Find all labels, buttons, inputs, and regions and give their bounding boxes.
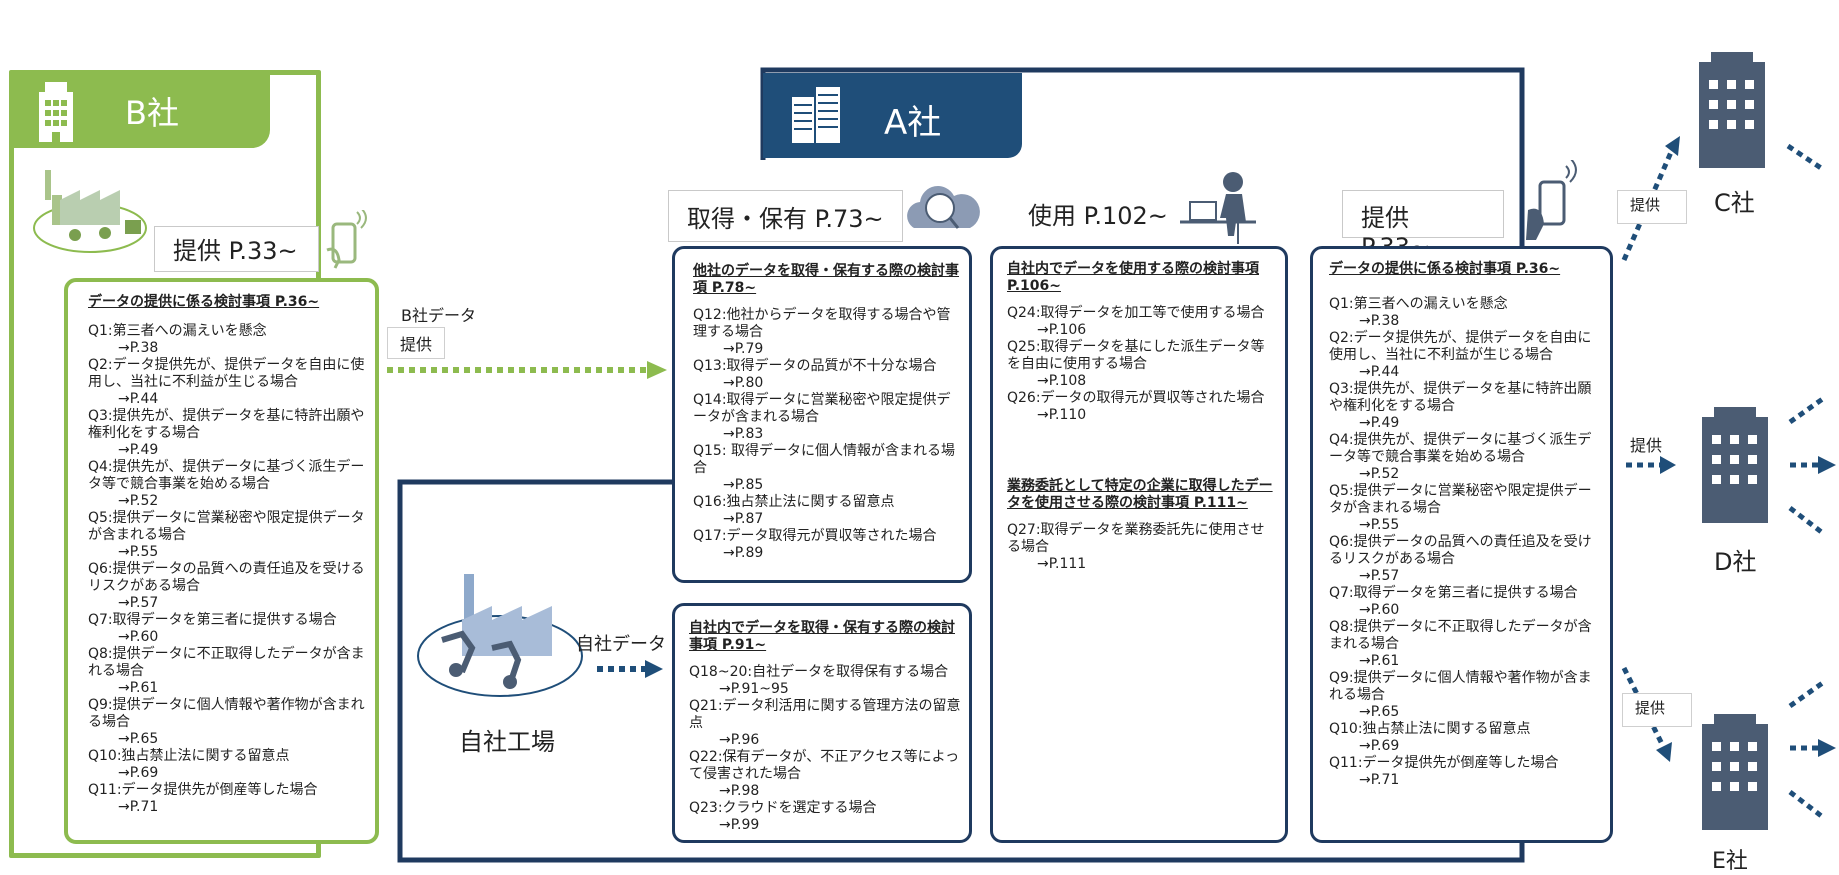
list-item: Q27:取得データを業務委託先に使用させる場合→P.111 — [1007, 522, 1265, 572]
list-item: Q17:データ取得元が買収等された場合→P.89 — [693, 528, 937, 561]
list-item: Q3:提供先が、提供データを基に特許出願や権利化をする場合→P.49 — [1329, 381, 1592, 431]
acquire-own-heading: 自社内でデータを取得・保有する際の検討事項 P.91~ — [689, 620, 955, 653]
use-panel: 自社内でデータを使用する際の検討事項 P.106~ Q24:取得データを加工等で… — [990, 246, 1288, 843]
company-e-name: E社 — [1712, 849, 1748, 874]
company-e-building-icon — [1702, 714, 1768, 830]
list-item: Q21:データ利活用に関する管理方法の留意点→P.96 — [689, 698, 961, 748]
list-item: Q3:提供先が、提供データを基に特許出願や権利化をする場合→P.49 — [88, 408, 365, 458]
list-item: Q10:独占禁止法に関する留意点→P.69 — [1329, 721, 1531, 754]
b-flow-provide-label: 提供 — [387, 327, 446, 359]
provide-section-label: 提供 P.33~ — [1342, 190, 1504, 261]
cloud-data-icon — [907, 186, 980, 229]
acquire-section-label: 取得・保有 P.73~ — [668, 190, 903, 242]
own-factory-icon — [417, 574, 583, 697]
flow-arrow-own-data — [597, 660, 663, 678]
list-item: Q13:取得データの品質が不十分な場合→P.80 — [693, 358, 937, 391]
list-item: Q5:提供データに営業秘密や限定提供データが含まれる場合→P.55 — [1329, 483, 1592, 533]
list-item: Q24:取得データを加工等で使用する場合→P.106 — [1007, 305, 1265, 338]
use-section-label: 使用 P.102~ — [1028, 202, 1168, 230]
acquire-other-panel: 他社のデータを取得・保有する際の検討事項 P.78~ Q12:他社からデータを取… — [672, 246, 972, 583]
b-provide-panel: データの提供に係る検討事項 P.36~ Q1:第三者への漏えいを懸念→P.38 … — [64, 278, 379, 844]
acquire-own-panel: 自社内でデータを取得・保有する際の検討事項 P.91~ Q18~20:自社データ… — [672, 603, 972, 843]
company-d-building-icon — [1702, 407, 1768, 523]
list-item: Q1:第三者への漏えいを懸念→P.38 — [1329, 296, 1508, 329]
list-item: Q9:提供データに個人情報や著作物が含まれる場合→P.65 — [88, 697, 365, 747]
company-c-provide-label: 提供 — [1617, 190, 1687, 224]
smartphone-hand-icon — [1526, 160, 1577, 240]
office-building-icon — [792, 87, 840, 143]
list-item: Q7:取得データを第三者に提供する場合→P.60 — [88, 612, 337, 645]
company-b-title: B社 — [125, 94, 179, 132]
smartphone-icon — [326, 210, 367, 269]
list-item: Q7:取得データを第三者に提供する場合→P.60 — [1329, 585, 1578, 618]
use-heading-1: 自社内でデータを使用する際の検討事項 P.106~ — [1007, 261, 1259, 294]
list-item: Q10:独占禁止法に関する留意点→P.69 — [88, 748, 290, 781]
list-item: Q16:独占禁止法に関する留意点→P.87 — [693, 494, 895, 527]
list-item: Q15: 取得データに個人情報が含まれる場合→P.85 — [693, 443, 955, 493]
list-item: Q2:データ提供先が、提供データを自由に使用し、当社に不利益が生じる場合→P.4… — [88, 357, 365, 407]
b-panel-list: Q1:第三者への漏えいを懸念→P.38 Q2:データ提供先が、提供データを自由に… — [88, 323, 365, 816]
company-c-name: C社 — [1714, 189, 1755, 217]
list-item: Q11:データ提供先が倒産等した場合→P.71 — [88, 782, 318, 815]
b-provide-label: 提供 P.33~ — [154, 226, 319, 272]
list-item: Q9:提供データに個人情報や著作物が含まれる場合→P.65 — [1329, 670, 1592, 720]
use-heading-2: 業務委託として特定の企業に取得したデータを使用させる際の検討事項 P.111~ — [1007, 478, 1273, 511]
b-panel-heading: データの提供に係る検討事項 P.36~ — [88, 294, 320, 310]
provide-panel: データの提供に係る検討事項 P.36~ Q1:第三者への漏えいを懸念→P.38 … — [1310, 246, 1613, 843]
list-item: Q8:提供データに不正取得したデータが含まれる場合→P.61 — [1329, 619, 1592, 669]
list-item: Q5:提供データに営業秘密や限定提供データが含まれる場合→P.55 — [88, 510, 365, 560]
company-a-title: A社 — [884, 103, 942, 143]
company-e-provide-label: 提供 — [1622, 693, 1692, 727]
list-item: Q6:提供データの品質への責任追及を受けるリスクがある場合→P.57 — [1329, 534, 1592, 584]
list-item: Q11:データ提供先が倒産等した場合→P.71 — [1329, 755, 1559, 788]
acquire-other-heading: 他社のデータを取得・保有する際の検討事項 P.78~ — [693, 263, 959, 296]
list-item: Q6:提供データの品質への責任追及を受けるリスクがある場合→P.57 — [88, 561, 365, 611]
list-item: Q4:提供先が、提供データに基づく派生データ等で競合事業を始める場合→P.52 — [1329, 432, 1592, 482]
company-d-name: D社 — [1714, 548, 1757, 576]
provide-heading: データの提供に係る検討事項 P.36~ — [1329, 261, 1561, 277]
building-icon — [39, 82, 73, 142]
company-d-provide-label: 提供 — [1630, 436, 1663, 455]
list-item: Q25:取得データを基にした派生データ等を自由に使用する場合→P.108 — [1007, 339, 1265, 389]
list-item: Q22:保有データが、不正アクセス等によって侵害された場合→P.98 — [689, 749, 960, 799]
list-item: Q26:データの取得元が買収等された場合→P.110 — [1007, 390, 1265, 423]
list-item: Q12:他社からデータを取得する場合や管理する場合→P.79 — [693, 307, 951, 357]
list-item: Q4:提供先が、提供データに基づく派生データ等で競合事業を始める場合→P.52 — [88, 459, 365, 509]
list-item: Q14:取得データに営業秘密や限定提供データが含まれる場合→P.83 — [693, 392, 951, 442]
own-factory-label: 自社工場 — [459, 728, 555, 756]
list-item: Q18~20:自社データを取得保有する場合→P.91~95 — [689, 664, 949, 697]
list-item: Q8:提供データに不正取得したデータが含まれる場合→P.61 — [88, 646, 365, 696]
b-data-label: B社データ — [401, 306, 476, 325]
company-c-building-icon — [1699, 52, 1765, 168]
list-item: Q23:クラウドを選定する場合→P.99 — [689, 800, 877, 833]
list-item: Q2:データ提供先が、提供データを自由に使用し、当社に不利益が生じる場合→P.4… — [1329, 330, 1592, 380]
factory-icon — [33, 170, 147, 253]
flow-arrow-b-to-a — [387, 361, 667, 379]
person-computer-icon — [1180, 172, 1256, 244]
own-data-label: 自社データ — [576, 634, 666, 655]
list-item: Q1:第三者への漏えいを懸念→P.38 — [88, 323, 267, 356]
